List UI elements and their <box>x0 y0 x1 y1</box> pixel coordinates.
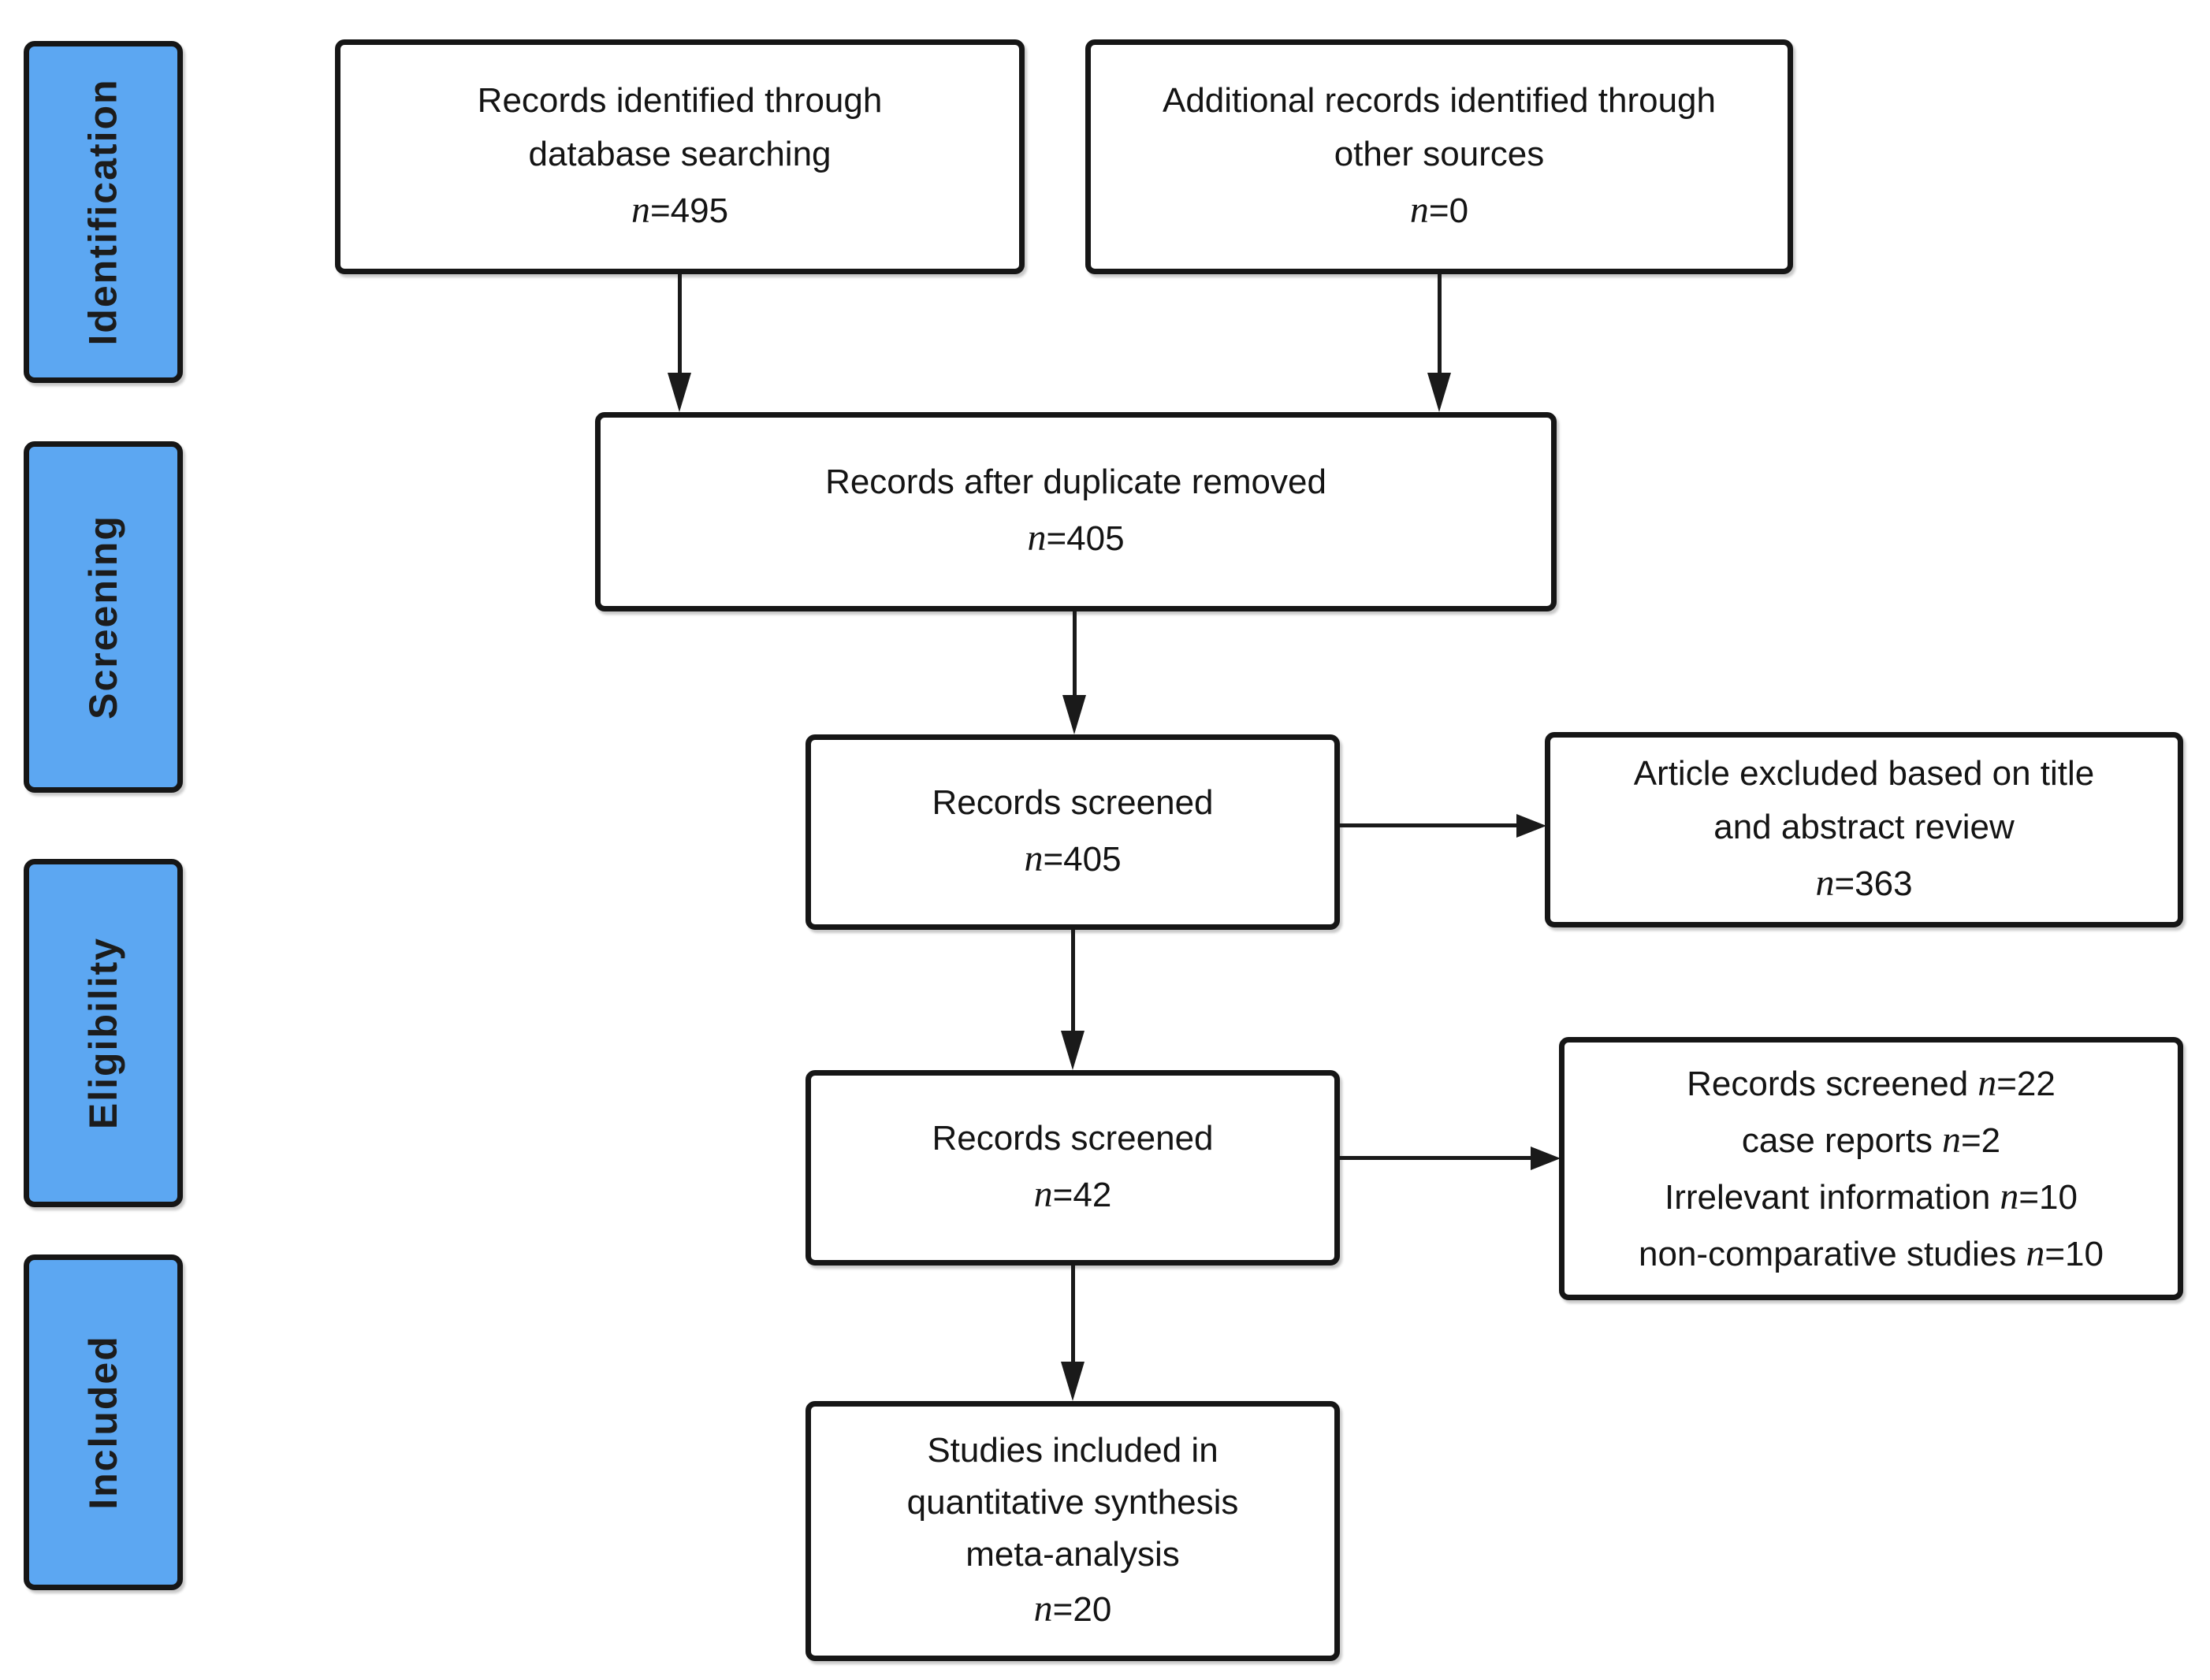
box-text-line: Additional records identified through <box>1162 80 1716 120</box>
stage-eligibility: Eligibility <box>24 859 183 1207</box>
box-text-line: Records screened <box>932 782 1214 822</box>
count-line: n=20 <box>1034 1581 1112 1637</box>
box-text-line: Records screened <box>932 1118 1214 1158</box>
stage-screening-label: Screening <box>81 515 125 719</box>
reason-text: non-comparative studies <box>1639 1235 2017 1273</box>
reason-text: Records screened <box>1687 1065 1969 1103</box>
arrow-dedup-to-screened-head <box>1062 695 1086 734</box>
arrow-additional-to-dedup-head <box>1427 373 1451 412</box>
reason-text: case reports <box>1741 1121 1933 1160</box>
count-value: =22 <box>1996 1065 2056 1103</box>
count-line: n=0 <box>1410 181 1468 240</box>
arrow-fulltext-to-excluded-line <box>1340 1156 1532 1160</box>
count-value: =0 <box>1428 191 1469 230</box>
count-value: =20 <box>1052 1590 1112 1629</box>
arrow-dedup-to-screened-line <box>1073 611 1077 697</box>
box-text-line: Records after duplicate removed <box>825 463 1326 502</box>
box-text-line: other sources <box>1334 134 1545 173</box>
n-symbol: n <box>2026 1232 2045 1274</box>
box-text-line: quantitative synthesis <box>906 1483 1239 1522</box>
arrow-screened-to-excluded-line <box>1340 823 1518 827</box>
arrow-identified-to-dedup-head <box>668 373 691 412</box>
count-value: =2 <box>1960 1121 2001 1160</box>
count-value: =363 <box>1834 864 1913 903</box>
count-value: =405 <box>1046 519 1125 559</box>
n-symbol: n <box>1033 1173 1053 1215</box>
n-symbol: n <box>1977 1062 1997 1104</box>
arrow-additional-to-dedup-line <box>1438 274 1442 374</box>
arrow-fulltext-to-excluded-head <box>1531 1147 1561 1170</box>
stage-identification: Identification <box>24 41 183 383</box>
n-symbol: n <box>1815 861 1835 904</box>
n-symbol: n <box>2000 1176 2019 1217</box>
box-text-line: meta-analysis <box>965 1535 1180 1574</box>
arrow-screened-to-fulltext-head <box>1061 1031 1085 1070</box>
stage-screening: Screening <box>24 441 183 793</box>
n-symbol: n <box>631 188 650 231</box>
count-value: =10 <box>2044 1235 2104 1273</box>
count-value: =42 <box>1052 1175 1112 1214</box>
box-text-line: database searching <box>528 134 832 173</box>
arrow-identified-to-dedup-line <box>678 274 682 374</box>
count-value: =495 <box>649 191 729 230</box>
box-text-line: Records identified through <box>477 80 883 120</box>
box-text-line: Studies included in <box>927 1431 1218 1470</box>
box-records-screened: Records screened n=405 <box>805 734 1340 930</box>
arrow-fulltext-to-included-head <box>1061 1362 1085 1401</box>
box-excluded-title-abstract: Article excluded based on title and abst… <box>1545 732 2183 927</box>
box-duplicates-removed: Records after duplicate removed n=405 <box>595 412 1557 611</box>
count-line: n=42 <box>1034 1165 1112 1224</box>
stage-included-label: Included <box>81 1335 126 1510</box>
box-included-quantitative: Studies included in quantitative synthes… <box>805 1401 1340 1661</box>
n-symbol: n <box>1024 837 1044 879</box>
count-line: n=405 <box>1027 509 1124 567</box>
box-additional-records: Additional records identified through ot… <box>1085 39 1793 274</box>
box-records-identified: Records identified through database sear… <box>335 39 1025 274</box>
stage-included: Included <box>24 1254 183 1590</box>
n-symbol: n <box>1027 517 1047 559</box>
box-fulltext-screened: Records screened n=42 <box>805 1070 1340 1266</box>
box-text-line: Article excluded based on title <box>1633 753 2095 793</box>
count-value: =10 <box>2018 1178 2078 1217</box>
n-symbol: n <box>1033 1588 1053 1630</box>
n-symbol: n <box>1941 1119 1961 1161</box>
arrow-screened-to-excluded-head <box>1516 814 1546 838</box>
reason-text: Irrelevant information <box>1665 1178 1991 1217</box>
stage-identification-label: Identification <box>81 78 126 346</box>
arrow-fulltext-to-included-line <box>1071 1266 1075 1363</box>
count-value: =405 <box>1043 839 1122 879</box>
n-symbol: n <box>1409 188 1429 231</box>
box-text-line: and abstract review <box>1713 807 2015 846</box>
count-line: n=405 <box>1024 830 1121 888</box>
arrow-screened-to-fulltext-line <box>1071 930 1075 1032</box>
count-line: n=495 <box>631 181 728 240</box>
count-line: n=363 <box>1815 854 1912 912</box>
stage-eligibility-label: Eligibility <box>81 936 125 1130</box>
